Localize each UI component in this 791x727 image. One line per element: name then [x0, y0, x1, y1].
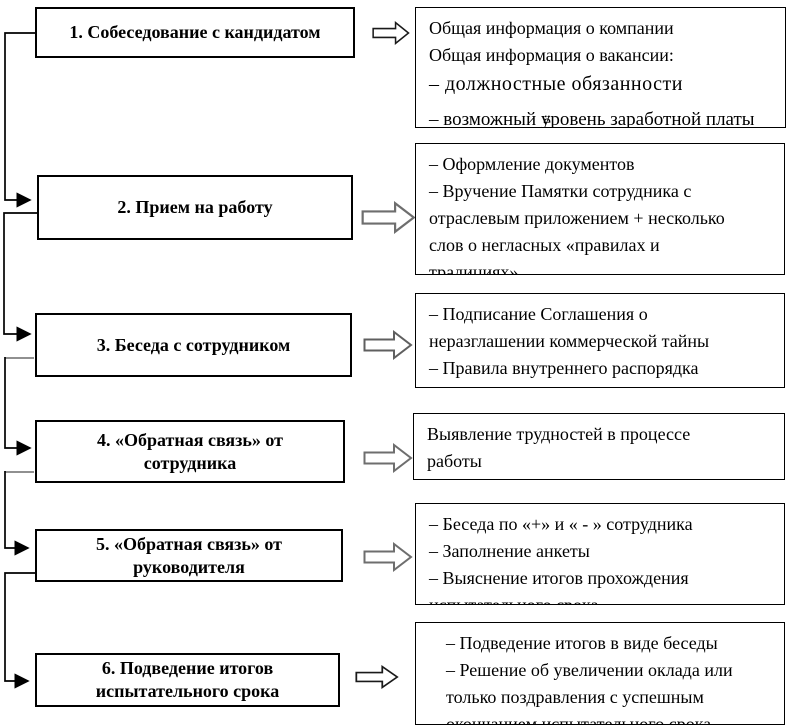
detail-line: работы [427, 451, 482, 471]
step-title: испытательного срока [95, 681, 280, 701]
step-title: 4. «Обратная связь» от [96, 429, 284, 450]
connector-step3-step4 [4, 357, 32, 456]
step-title: 6. Подведение итогов [101, 658, 274, 678]
detail-line: Общая информация о вакансии: [429, 45, 674, 65]
connector-step5-step6 [4, 572, 35, 689]
detail-line: – должностные обязанности [429, 73, 683, 95]
detail-line: – Подписание Соглашения о [429, 304, 648, 324]
detail-box-4: Выявление трудностей в процессе работы [413, 413, 785, 480]
flow-arrow-5 [363, 542, 413, 572]
detail-line: – Решение об увеличении оклада или [446, 660, 733, 680]
detail-line: только поздравления с успешным [446, 687, 704, 707]
flow-arrow-6 [355, 665, 399, 689]
flow-arrow-1 [372, 21, 410, 45]
detail-box-2: – Оформление документов – Вручение Памят… [415, 143, 785, 275]
detail-box-3: – Подписание Соглашения о неразглашении … [415, 293, 785, 388]
connector-step4-step5 [4, 471, 30, 556]
step-box-4: 4. «Обратная связь» от сотрудника [35, 420, 345, 483]
detail-line: – Подведение итогов в виде беседы [446, 633, 718, 653]
detail-line: испытательного срока [429, 595, 599, 605]
connector-step1-step2 [4, 32, 35, 208]
step-title: 3. Беседа с сотрудником [96, 334, 291, 355]
detail-line: Выявление трудностей в процессе [427, 424, 691, 444]
step-title: 5. «Обратная связь» от [95, 533, 283, 554]
step-title: сотрудника [143, 452, 237, 473]
detail-line: – Правила внутреннего распорядка [429, 358, 699, 378]
step-title: руководителя [133, 556, 245, 577]
detail-line: отраслевым приложением + несколько [429, 208, 725, 228]
flow-arrow-2 [361, 201, 416, 234]
detail-box-5: – Беседа по «+» и « - » сотрудника – Зап… [415, 503, 785, 605]
connector-step2-step3 [3, 212, 37, 342]
step-title: 1. Собеседование с кандидатом [69, 22, 321, 42]
detail-line: – Оформление документов [429, 154, 635, 174]
step-title: 2. Прием на работу [117, 197, 273, 217]
detail-line: Общая информация о компании [429, 18, 674, 38]
detail-line: традициях» [429, 262, 519, 275]
detail-line: окончанием испытательного срока [446, 714, 712, 725]
flow-arrow-4 [363, 443, 413, 473]
detail-line: – Беседа по «+» и « - » сотрудника [429, 514, 693, 534]
detail-line: неразглашении коммерческой тайны [429, 331, 710, 351]
detail-box-1: Общая информация о компании Общая информ… [415, 7, 786, 128]
detail-line: – Выяснение итогов прохождения [429, 568, 689, 588]
step-box-2: 2. Прием на работу [37, 175, 353, 240]
step-box-5: 5. «Обратная связь» от руководителя [35, 529, 343, 582]
flow-arrow-3 [363, 330, 413, 360]
step-box-1: 1. Собеседование с кандидатом [35, 7, 355, 58]
detail-line: – Заполнение анкеты [429, 541, 590, 561]
step-box-3: 3. Беседа с сотрудником [35, 313, 352, 377]
detail-line: – Вручение Памятки сотрудника с [429, 181, 692, 201]
detail-line-clipped: ё [543, 114, 583, 123]
detail-line: – возможный уровень заработной платы [429, 109, 755, 128]
step-box-6: 6. Подведение итогов испытательного срок… [35, 653, 340, 707]
detail-line: слов о негласных «правилах и [429, 235, 660, 255]
detail-box-6: – Подведение итогов в виде беседы – Реше… [415, 622, 785, 725]
